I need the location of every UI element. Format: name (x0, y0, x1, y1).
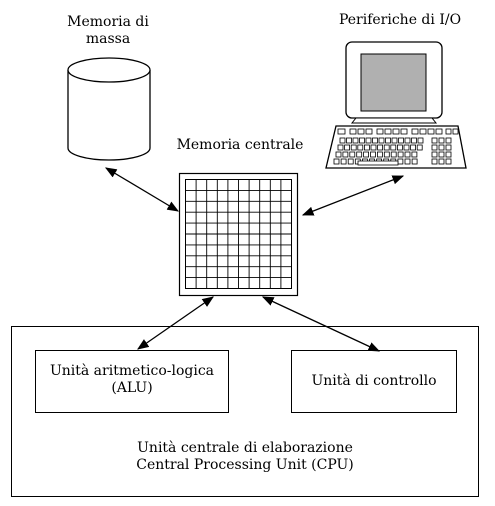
keyboard-key (363, 144, 370, 151)
keyboard-key (357, 128, 365, 135)
keyboard-key (357, 160, 399, 166)
keyboard-key (431, 137, 438, 144)
keyboard-key (404, 158, 411, 165)
disk-icon (67, 57, 151, 161)
keyboard-key (410, 144, 417, 151)
keyboard-key (363, 151, 370, 158)
mass-storage-label-line1: Memoria di (67, 14, 149, 30)
keyboard-key (337, 128, 346, 135)
keyboard-key (452, 128, 459, 135)
keyboard-key (349, 151, 356, 158)
keyboard-key (342, 151, 349, 158)
keyboard-key (350, 144, 357, 151)
keyboard-key (411, 158, 418, 165)
keyboard-key (391, 137, 398, 144)
keyboard-keys (333, 128, 459, 166)
keyboard-key (431, 144, 438, 151)
keyboard-key (416, 144, 423, 151)
alu-box (35, 350, 229, 413)
keyboard-key (417, 137, 424, 144)
computer-icon (325, 41, 467, 169)
keyboard-key (383, 144, 390, 151)
keyboard-key (372, 137, 378, 144)
keyboard-key (411, 137, 417, 144)
central-memory-label: Memoria centrale (176, 137, 304, 153)
alu-label-line2: (ALU) (111, 380, 153, 396)
keyboard-key (384, 128, 392, 135)
keyboard-key (431, 151, 438, 158)
keyboard-key (339, 137, 346, 144)
cpu-label: Unità centrale di elaborazione Central P… (90, 440, 400, 474)
arrow-io-memory (301, 175, 405, 216)
keyboard-key (352, 137, 359, 144)
arrow-memory-alu (137, 296, 214, 350)
keyboard-key (396, 144, 403, 151)
mass-storage-label: Memoria di massa (48, 14, 168, 48)
keyboard-key (340, 158, 347, 165)
keyboard-key (370, 144, 377, 151)
keyboard-key (445, 151, 452, 158)
keyboard-key (445, 144, 452, 151)
keyboard-key (427, 128, 435, 135)
keyboard-key (438, 158, 445, 165)
keyboard-key (445, 128, 452, 135)
cpu-label-line1: Unità centrale di elaborazione (137, 440, 353, 456)
alu-label-line1: Unità aritmetico-logica (49, 363, 215, 379)
arrow-memory-control (261, 296, 381, 352)
keyboard-key (370, 151, 376, 158)
keyboard-key (357, 144, 364, 151)
cpu-box (11, 326, 479, 497)
keyboard-key (359, 137, 365, 144)
keyboard-key (365, 128, 373, 135)
keyboard-key (438, 137, 445, 144)
keyboard-key (404, 151, 411, 158)
keyboard-key (346, 137, 352, 144)
keyboard-key (400, 128, 408, 135)
keyboard-key (445, 137, 452, 144)
keyboard-key (411, 151, 418, 158)
memory-grid-icon (178, 172, 299, 297)
keyboard-key (398, 137, 404, 144)
keyboard-key (349, 128, 357, 135)
keyboard-key (419, 128, 427, 135)
keyboard-key (333, 158, 340, 165)
control-unit-label: Unità di controllo (311, 373, 437, 389)
arrow-disk-memory (104, 167, 180, 212)
mass-storage-label-line2: massa (85, 31, 131, 47)
keyboard-key (385, 137, 391, 144)
keyboard-key (356, 151, 363, 158)
keyboard-key (390, 144, 397, 151)
keyboard-key (404, 137, 411, 144)
keyboard-key (431, 158, 438, 165)
keyboard-key (411, 128, 419, 135)
keyboard-key (438, 151, 445, 158)
keyboard-key (376, 128, 384, 135)
keyboard-key (344, 144, 351, 151)
cpu-label-line2: Central Processing Unit (CPU) (136, 457, 354, 473)
keyboard-key (397, 158, 404, 165)
keyboard-key (438, 144, 445, 151)
keyboard-key (390, 151, 397, 158)
peripherals-label: Periferiche di I/O (338, 12, 462, 28)
keyboard-key (376, 151, 383, 158)
keyboard-key (378, 137, 385, 144)
keyboard-key (377, 144, 384, 151)
alu-label: Unità aritmetico-logica (ALU) (36, 363, 228, 397)
keyboard-key (347, 158, 354, 165)
keyboard-key (435, 128, 443, 135)
keyboard-key (397, 151, 404, 158)
keyboard-key (392, 128, 400, 135)
keyboard-key (337, 144, 344, 151)
keyboard-key (365, 137, 372, 144)
control-unit-box (291, 350, 457, 413)
keyboard-key (335, 151, 342, 158)
keyboard-key (383, 151, 390, 158)
keyboard-key (445, 158, 452, 165)
keyboard-key (403, 144, 410, 151)
